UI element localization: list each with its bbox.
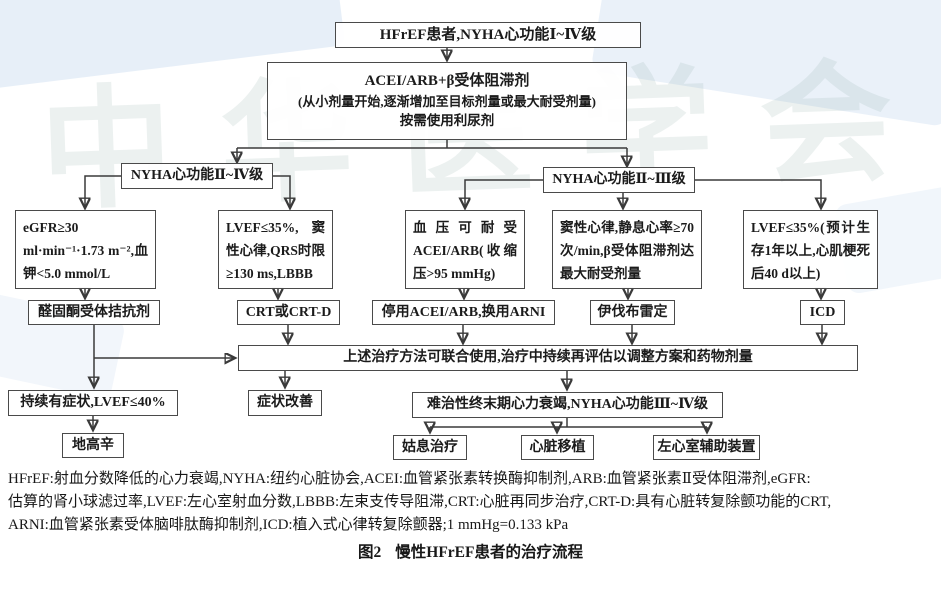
- heart-transplant-box: 心脏移植: [521, 435, 594, 460]
- criteria-crt-box: LVEF≤35%,窦性心律,QRS时限≥130 ms,LBBB: [218, 210, 333, 289]
- footnote-line-3: ARNI:血管紧张素受体脑啡肽酶抑制剂,ICD:植入式心律转复除颤器;1 mmH…: [8, 517, 569, 533]
- start-box: HFrEF患者,NYHA心功能Ⅰ~Ⅳ级: [335, 22, 641, 48]
- acei-arb-title: ACEI/ARB+β受体阻滞剂: [364, 73, 530, 90]
- criteria-icd-box: LVEF≤35%(预计生存1年以上,心肌梗死后40 d以上): [743, 210, 878, 289]
- refractory-hf-box: 难治性终末期心力衰竭,NYHA心功能Ⅲ~Ⅳ级: [412, 392, 723, 418]
- footnote-line-1: HFrEF:射血分数降低的心力衰竭,NYHA:纽约心脏协会,ACEI:血管紧张素…: [8, 471, 811, 487]
- nyha-right-box: NYHA心功能Ⅱ~Ⅲ级: [543, 167, 695, 193]
- combine-therapy-box: 上述治疗方法可联合使用,治疗中持续再评估以调整方案和药物剂量: [238, 345, 858, 371]
- figure-caption-label: 图2: [358, 544, 382, 561]
- action-arni-box: 停用ACEI/ARB,换用ARNI: [372, 300, 555, 325]
- persistent-symptoms-box: 持续有症状,LVEF≤40%: [8, 390, 178, 416]
- action-crt-box: CRT或CRT-D: [237, 300, 340, 325]
- footnote-line-2: 估算的肾小球滤过率,LVEF:左心室射血分数,LBBB:左束支传导阻滞,CRT:…: [8, 494, 832, 510]
- action-mra-box: 醛固酮受体拮抗剂: [28, 300, 160, 325]
- lvad-box: 左心室辅助装置: [653, 435, 760, 460]
- figure-caption-text: 慢性HFrEF患者的治疗流程: [395, 544, 583, 561]
- action-ivabradine-box: 伊伐布雷定: [590, 300, 675, 325]
- nyha-left-box: NYHA心功能Ⅱ~Ⅳ级: [121, 163, 273, 189]
- symptom-improved-box: 症状改善: [248, 390, 322, 416]
- digoxin-box: 地高辛: [62, 433, 124, 458]
- figure-caption: 图2 慢性HFrEF患者的治疗流程: [0, 540, 941, 562]
- abbreviation-footnote: HFrEF:射血分数降低的心力衰竭,NYHA:纽约心脏协会,ACEI:血管紧张素…: [8, 468, 936, 537]
- acei-arb-diuretic: 按需使用利尿剂: [399, 113, 495, 129]
- acei-arb-note: (从小剂量开始,逐渐增加至目标剂量或最大耐受剂量): [298, 93, 596, 109]
- action-icd-box: ICD: [800, 300, 845, 325]
- criteria-heart-rate-box: 窦性心律,静息心率≥70次/min,β受体阻滞剂达最大耐受剂量: [552, 210, 702, 289]
- criteria-egfr-box: eGFR≥30 ml·min⁻¹·1.73 m⁻²,血钾<5.0 mmol/L: [15, 210, 156, 289]
- criteria-bp-box: 血压可耐受ACEI/ARB(收缩压>95 mmHg): [405, 210, 525, 289]
- palliative-care-box: 姑息治疗: [393, 435, 467, 460]
- acei-arb-box: ACEI/ARB+β受体阻滞剂 (从小剂量开始,逐渐增加至目标剂量或最大耐受剂量…: [267, 62, 627, 140]
